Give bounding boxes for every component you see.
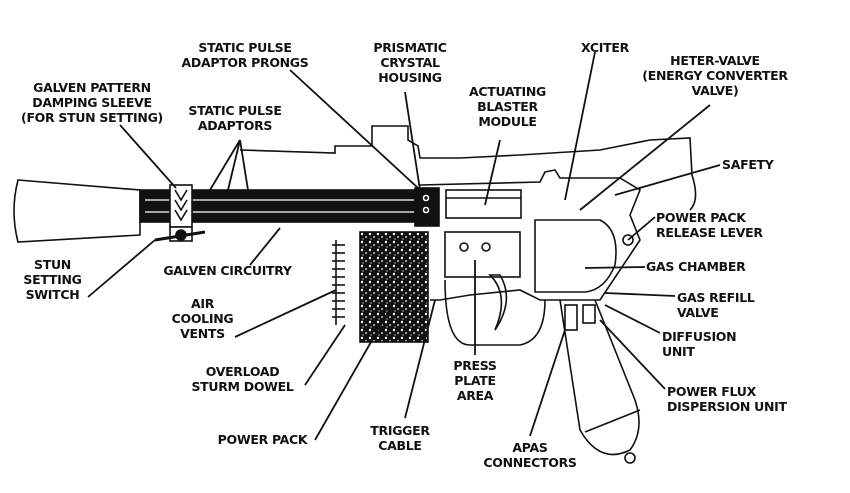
label-line: (ENERGY CONVERTER [642,68,788,83]
label-line: PLATE [454,373,496,388]
label-line: GAS CHAMBER [646,259,746,274]
label-line: MODULE [478,114,537,129]
label-line: DAMPING SLEEVE [32,95,152,110]
label-gas-chamber: GAS CHAMBER [646,259,746,274]
scope [239,125,697,211]
label-line: DISPERSION UNIT [667,399,787,414]
label-line: CRYSTAL [380,55,440,70]
label-line: HETER-VALVE [670,53,760,68]
label-line: ACTUATING [468,84,547,99]
label-actuating-blaster-module: ACTUATING BLASTER MODULE [460,84,555,129]
label-line: POWER FLUX [667,384,756,399]
label-line: XCITER [581,40,629,55]
label-line: STATIC PULSE [198,40,292,55]
label-line: APAS [512,440,548,455]
label-static-pulse-adaptors: STATIC PULSE ADAPTORS [180,103,290,133]
label-diffusion-unit: DIFFUSION UNIT [662,329,737,359]
label-line: BLASTER [477,99,538,114]
label-line: STATIC PULSE [188,103,282,118]
label-line: STUN [34,257,71,272]
label-power-flux-dispersion-unit: POWER FLUX DISPERSION UNIT [667,384,787,414]
label-line: VENTS [180,326,225,341]
label-power-pack-release-lever: POWER PACK RELEASE LEVER [656,210,763,240]
label-line: SAFETY [722,157,774,172]
label-line: GALVEN CIRCUITRY [163,263,292,278]
label-galven-pattern: GALVEN PATTERN DAMPING SLEEVE (FOR STUN … [2,80,182,125]
label-line: PRESS [453,358,497,373]
label-galven-circuitry: GALVEN CIRCUITRY [155,263,300,278]
label-line: PRISMATIC [373,40,447,55]
label-line: CONNECTORS [483,455,577,470]
label-prismatic-crystal-housing: PRISMATIC CRYSTAL HOUSING [365,40,455,85]
label-overload-sturm-dowel: OVERLOAD STURM DOWEL [185,364,300,394]
trigger [488,274,508,331]
label-line: AREA [456,388,494,403]
label-line: POWER PACK [217,432,308,447]
air-vents [332,240,345,325]
release-lever [622,234,634,246]
label-line: SETTING [23,272,82,287]
leader-lines [87,51,721,441]
label-line: VALVE) [691,83,739,98]
label-line: GALVEN PATTERN [33,80,151,95]
trigger-guard [444,279,546,346]
actuating-module [445,189,522,219]
label-line: POWER PACK [656,210,746,225]
label-air-cooling-vents: AIR COOLING VENTS [165,296,240,341]
trigger-block [444,231,521,278]
label-line: ADAPTOR PRONGS [181,55,309,70]
label-line: AIR [190,296,215,311]
label-static-pulse-prongs: STATIC PULSE ADAPTOR PRONGS [180,40,310,70]
label-line: OVERLOAD [205,364,280,379]
label-press-plate-area: PRESS PLATE AREA [450,358,500,403]
gas-chamber [534,219,617,293]
label-xciter: XCITER [570,40,640,55]
label-line: DIFFUSION [662,329,737,344]
label-line: CABLE [378,438,422,453]
label-line: ADAPTORS [197,118,273,133]
label-line: STURM DOWEL [191,379,294,394]
label-line: HOUSING [378,70,442,85]
label-line: UNIT [662,344,695,359]
label-apas-connectors: APAS CONNECTORS [475,440,585,470]
label-heter-valve: HETER-VALVE (ENERGY CONVERTER VALVE) [630,53,800,98]
label-gas-refill-valve: GAS REFILL VALVE [677,290,755,320]
label-line: COOLING [171,311,234,326]
label-line: TRIGGER [370,423,430,438]
label-line: GAS REFILL [677,290,755,305]
flash-hider [13,179,141,243]
label-trigger-cable: TRIGGER CABLE [365,423,435,453]
label-line: SWITCH [25,287,80,302]
label-line: (FOR STUN SETTING) [21,110,163,125]
receiver [419,169,641,301]
label-line: RELEASE LEVER [656,225,763,240]
label-line: VALVE [677,305,719,320]
grip-loop [559,299,640,456]
label-power-pack: POWER PACK [210,432,315,447]
label-stun-setting-switch: STUN SETTING SWITCH [15,257,90,302]
power-pack [359,231,429,343]
label-safety: SAFETY [722,157,774,172]
